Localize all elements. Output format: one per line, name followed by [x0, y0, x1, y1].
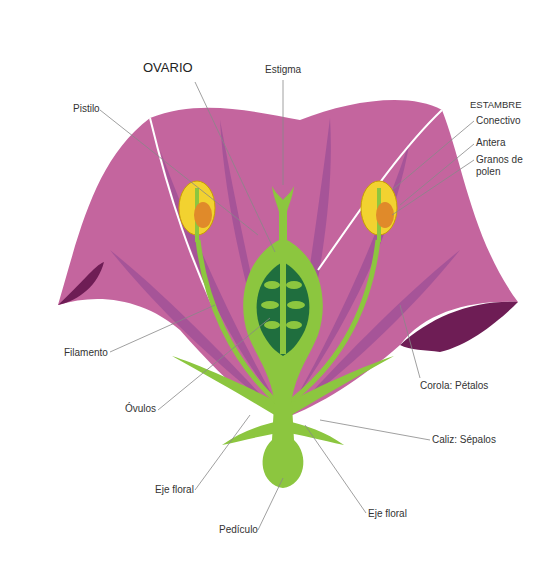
corolla [58, 100, 518, 418]
part-label: Estigma [265, 64, 301, 76]
corolla-fold [400, 302, 518, 352]
corolla-fold [58, 262, 104, 305]
part-label: Caliz: Sépalos [432, 434, 496, 446]
part-label: Eje floral [155, 484, 194, 496]
part-label: Pedículo [219, 524, 258, 536]
part-label: Corola: Pétalos [420, 380, 488, 392]
part-label: OVARIO [143, 62, 193, 74]
part-label: Conectivo [476, 115, 520, 127]
leader-lines [100, 80, 474, 530]
part-label: Eje floral [368, 508, 407, 520]
part-label: Granos de polen [476, 154, 524, 178]
ovules [261, 262, 305, 354]
part-label: Antera [476, 137, 505, 149]
ovary-cavity [257, 262, 310, 356]
petal-edge [150, 118, 240, 360]
anther [179, 181, 215, 242]
receptacle [263, 405, 304, 488]
part-label: Óvulos [125, 403, 156, 415]
ovary [243, 238, 323, 410]
part-label: ESTAMBRE [470, 99, 522, 111]
part-label: Filamento [64, 347, 108, 359]
anther [361, 181, 397, 242]
petal-edge [318, 110, 442, 270]
part-label: Pistilo [73, 103, 100, 115]
